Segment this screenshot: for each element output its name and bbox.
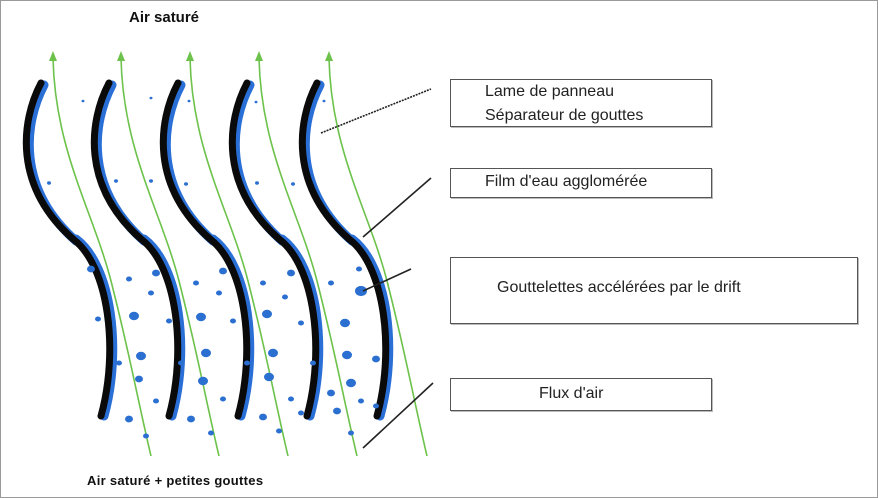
droplet xyxy=(372,355,380,363)
droplet xyxy=(149,179,153,183)
droplet xyxy=(298,410,304,416)
droplet xyxy=(126,276,132,282)
droplets-callout: Gouttelettes accélérées par le drift xyxy=(450,257,858,324)
leader-lines xyxy=(320,88,434,449)
droplet xyxy=(342,350,352,360)
airflow-arrow-icon xyxy=(255,51,263,61)
droplet xyxy=(327,389,335,397)
drift-separator-label: Séparateur de gouttes xyxy=(485,107,644,124)
blade-lower xyxy=(137,235,182,420)
droplet xyxy=(143,433,149,439)
droplet xyxy=(355,285,367,297)
droplet xyxy=(254,100,258,104)
droplet xyxy=(373,403,379,409)
droplet xyxy=(346,378,356,388)
panel-blade-callout: Lame de panneau Séparateur de gouttes xyxy=(450,79,712,127)
droplet xyxy=(220,396,226,402)
droplet xyxy=(264,372,274,382)
blade-upper xyxy=(298,79,353,243)
droplet xyxy=(187,99,191,103)
droplet xyxy=(125,415,133,423)
blade-upper xyxy=(159,79,214,243)
droplet xyxy=(216,290,222,296)
airflow-line xyxy=(52,57,152,457)
droplet xyxy=(340,318,350,328)
droplet xyxy=(298,320,304,326)
droplet xyxy=(291,182,295,186)
droplet xyxy=(153,398,159,404)
droplet xyxy=(255,181,259,185)
droplet xyxy=(116,360,122,366)
droplets xyxy=(47,96,380,439)
droplet xyxy=(244,360,250,366)
blade-lower xyxy=(275,235,320,420)
droplet xyxy=(87,265,95,273)
droplet xyxy=(193,280,199,286)
droplet xyxy=(148,290,154,296)
droplet xyxy=(184,182,188,186)
airflow-label: Flux d'air xyxy=(539,385,604,402)
leader-airflow xyxy=(362,382,434,449)
droplet xyxy=(196,312,206,322)
airflow-line xyxy=(258,57,358,457)
droplet xyxy=(348,430,354,436)
airflow-line xyxy=(189,57,289,457)
droplet xyxy=(276,428,282,434)
droplet xyxy=(230,318,236,324)
droplet xyxy=(288,396,294,402)
water-film-callout: Film d'eau agglomérée xyxy=(450,168,712,198)
droplet xyxy=(187,415,195,423)
droplet xyxy=(136,351,146,361)
droplets-label: Gouttelettes accélérées par le drift xyxy=(497,279,741,296)
droplet xyxy=(166,318,172,324)
droplet xyxy=(81,99,85,103)
saturated-air-label: Air saturé xyxy=(129,9,200,26)
droplet xyxy=(135,375,143,383)
droplet xyxy=(333,407,341,415)
droplet xyxy=(198,376,208,386)
droplet xyxy=(356,266,362,272)
droplet xyxy=(95,316,101,322)
airflow-callout: Flux d'air xyxy=(450,378,712,411)
droplet xyxy=(114,179,118,183)
droplet xyxy=(152,269,160,277)
airflow-arrow-icon xyxy=(325,51,333,61)
blade-lower xyxy=(69,235,114,420)
airflow-arrow-icon xyxy=(49,51,57,61)
droplet xyxy=(262,309,272,319)
blade-lower xyxy=(345,235,390,420)
droplet xyxy=(201,348,211,358)
airflow-line xyxy=(120,57,220,457)
blade-upper xyxy=(22,79,77,243)
droplet xyxy=(322,99,326,103)
airflow-arrow-icon xyxy=(186,51,194,61)
blade-upper xyxy=(90,79,145,243)
droplet xyxy=(328,280,334,286)
droplet xyxy=(178,360,184,366)
droplet xyxy=(310,360,316,366)
droplet xyxy=(260,280,266,286)
saturated-air-droplets-label: Air saturé + petites gouttes xyxy=(87,473,264,488)
droplet xyxy=(129,311,139,321)
separator-blades xyxy=(22,79,394,421)
droplet xyxy=(358,398,364,404)
leader-water-film xyxy=(362,177,432,238)
droplet xyxy=(208,430,214,436)
droplet xyxy=(149,96,153,100)
droplet xyxy=(268,348,278,358)
water-film-label: Film d'eau agglomérée xyxy=(485,173,648,190)
droplet xyxy=(282,294,288,300)
airflow-arrow-icon xyxy=(117,51,125,61)
droplet xyxy=(287,269,295,277)
droplet xyxy=(259,413,267,421)
droplet xyxy=(47,181,51,185)
panel-blade-label: Lame de panneau xyxy=(485,83,614,100)
leader-panel-blade xyxy=(320,88,432,134)
droplet xyxy=(219,267,227,275)
blade-upper xyxy=(228,79,283,243)
leader-droplets xyxy=(362,268,412,292)
blade-lower xyxy=(206,235,251,420)
